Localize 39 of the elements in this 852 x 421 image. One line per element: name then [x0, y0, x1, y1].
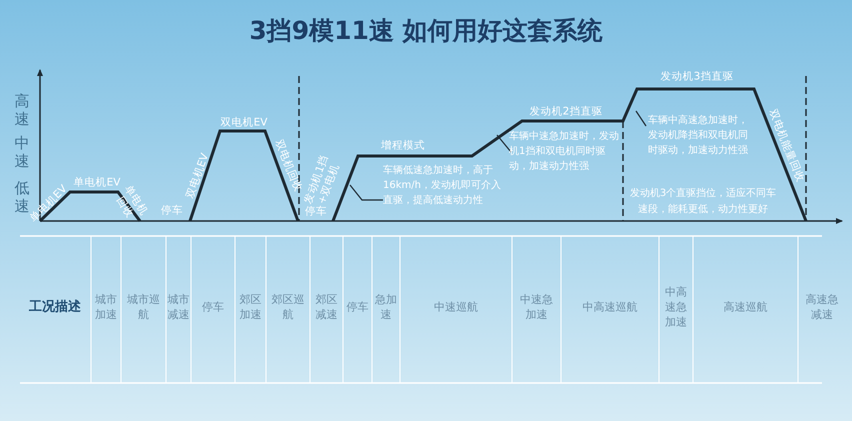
curve-label: 单电机EV	[28, 182, 70, 226]
table-cell-text: 停车	[201, 300, 225, 314]
table-cell-text: 中高速巡航	[582, 300, 638, 314]
table-cell-text: 城市加速	[94, 292, 118, 322]
row-header: 工况描述	[29, 300, 81, 314]
title: 3挡9模11速 如何用好这套系统	[249, 16, 603, 45]
table-cell-text: 城市巡航	[126, 292, 161, 322]
curve-label: 发动机3挡直驱	[660, 70, 734, 84]
table-cell-text: 高速巡航	[722, 300, 768, 314]
curve-label: 发动机2挡直驱	[530, 106, 602, 118]
leader-line	[496, 134, 512, 152]
curve-label: 双电机回收	[272, 138, 304, 194]
note-text: 发动机3个直驱挡位，适应不同车速段，能耗更低，动力性更好	[628, 186, 778, 217]
curve-label: 停车	[305, 206, 327, 218]
table-cell-text: 郊区减速	[314, 292, 338, 322]
table-cell-text: 中速巡航	[433, 300, 479, 314]
callout-text: 车辆低速急加速时，高于16km/h，发动机即可介入直驱，提高低速动力性	[383, 164, 502, 208]
curve-label: 发动机1挡+双电机	[302, 152, 342, 206]
table-cell-text: 停车	[346, 300, 370, 314]
callout-text: 车辆中速急加速时，发动机1挡和双电机同时驱动，加速动力性强	[509, 130, 620, 174]
curve-label: 双电机EV	[220, 116, 268, 130]
curve-label: 单电机EV	[74, 176, 120, 190]
table-cell-text: 中速急加速	[519, 292, 554, 322]
axis-label: 高速	[14, 92, 30, 128]
table-cell-text: 郊区巡航	[270, 292, 306, 322]
curve-label: 双电机能量回收	[766, 108, 806, 184]
table-cell-text: 城市减速	[166, 292, 190, 322]
table-cell-text: 高速急减速	[804, 292, 840, 322]
leader-line	[350, 184, 383, 201]
table-cell-text: 郊区加速	[238, 292, 262, 322]
axis-label: 低速	[14, 179, 30, 215]
callout-text: 车辆中高速急加速时，发动机降挡和双电机同时驱动，加速动力性强	[648, 114, 749, 158]
axis-label: 中速	[14, 134, 30, 170]
curve-label: 停车	[161, 204, 183, 218]
table-cell-text: 急加速	[374, 292, 398, 322]
leader-line	[636, 110, 646, 126]
curve-label: 增程模式	[381, 140, 425, 152]
curve-label: 双电机EV	[184, 152, 212, 200]
table-cell-text: 中高速急加速	[664, 284, 688, 330]
